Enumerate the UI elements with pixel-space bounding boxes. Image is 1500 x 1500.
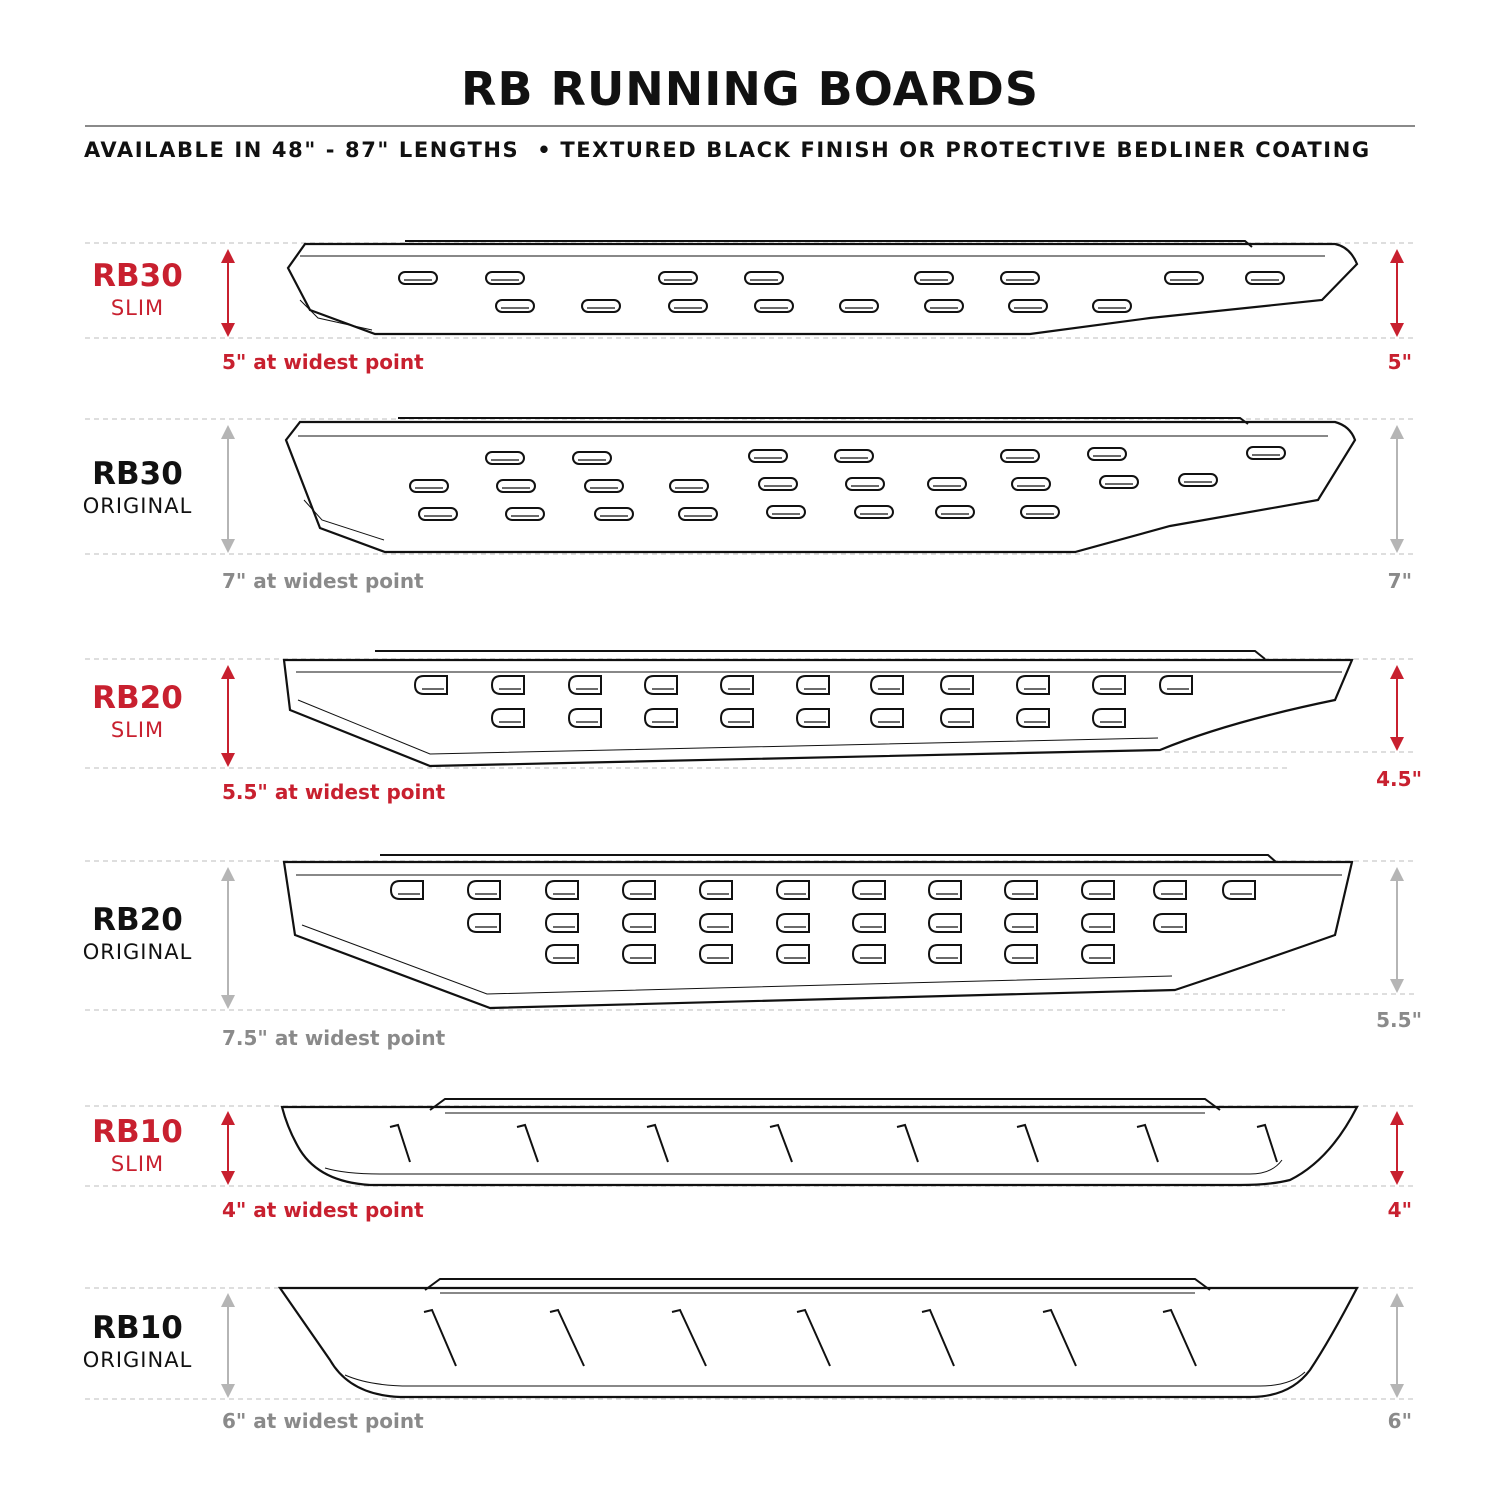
model-variant: SLIM [110,718,165,742]
board-rb10-original-label: RB10 ORIGINAL [60,1310,215,1374]
widest-point-label: 4" at widest point [222,1198,424,1222]
board-rb20-original-drawing [85,854,1415,1011]
model-name: RB10 [92,1310,183,1346]
title-divider [85,125,1415,127]
subtitle: AVAILABLE IN 48" - 87" LENGTHS • TEXTURED … [84,138,1424,162]
model-name: RB10 [92,1114,183,1150]
model-name: RB30 [92,258,183,294]
end-width-label: 4" [1387,1198,1412,1222]
widest-point-label: 7" at widest point [222,569,424,593]
end-width-label: 6" [1387,1409,1412,1433]
finish-text: TEXTURED BLACK FINISH OR PROTECTIVE BEDL… [560,138,1371,162]
board-rb10-original-drawing [85,1278,1415,1400]
board-rb20-original-label: RB20 ORIGINAL [60,902,215,966]
board-rb30-original-label: RB30 ORIGINAL [60,456,215,520]
board-rb10-slim-label: RB10 SLIM [60,1114,215,1178]
model-variant: SLIM [110,296,165,320]
board-rb20-slim-drawing [85,650,1415,769]
end-width-label: 7" [1387,569,1412,593]
board-rb20-slim-label: RB20 SLIM [60,680,215,744]
widest-point-label: 5" at widest point [222,350,424,374]
board-rb30-original-drawing [85,417,1415,555]
model-variant: ORIGINAL [82,940,193,964]
widest-point-label: 5.5" at widest point [222,780,446,804]
end-width-label: 5" [1387,350,1412,374]
board-rb10-slim-drawing [85,1098,1415,1187]
widest-point-label: 7.5" at widest point [222,1026,446,1050]
widest-point-label: 6" at widest point [222,1409,424,1433]
model-variant: ORIGINAL [82,1348,193,1372]
end-width-label: 5.5" [1376,1008,1422,1032]
page-title: RB RUNNING BOARDS [461,62,1039,116]
model-variant: ORIGINAL [82,494,193,518]
model-variant: SLIM [110,1152,165,1176]
end-width-label: 4.5" [1376,767,1422,791]
model-name: RB20 [92,902,183,938]
board-rb30-slim-drawing [85,240,1415,339]
model-name: RB20 [92,680,183,716]
bullet-separator: • [537,138,553,162]
board-rb30-slim-label: RB30 SLIM [60,258,215,322]
model-name: RB30 [92,456,183,492]
lengths-text: AVAILABLE IN 48" - 87" LENGTHS [84,138,520,162]
